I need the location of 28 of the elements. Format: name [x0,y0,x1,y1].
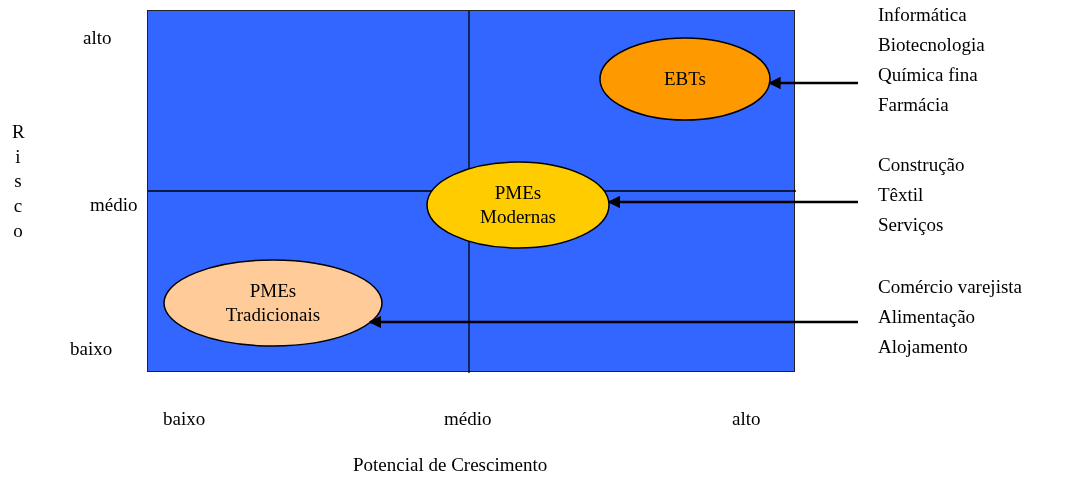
sector-name: Biotecnologia [878,33,985,57]
sector-name: Alimentação [878,305,977,329]
axis-tick-label: médio [444,408,492,431]
sector-name: Química fina [878,63,979,87]
axis-tick-label: baixo [70,338,113,361]
axis-title: Risco [12,120,24,243]
node-label: EBTs [664,67,706,91]
arrow [368,315,858,329]
sector-name: Comércio varejista [878,275,1023,299]
ellipse-node [599,37,771,121]
sector-name: Construção [878,153,965,177]
sector-name: Alojamento [878,335,969,359]
ellipse-node [426,161,610,249]
sector-name: Informática [878,3,968,27]
axis-tick-label: alto [732,408,761,431]
sector-name: Serviços [878,213,945,237]
quadrant-matrix [147,10,795,372]
ellipse-node [163,259,383,347]
axis-title: Potencial de Crescimento [353,454,548,477]
arrow [607,195,858,209]
axis-tick-label: baixo [163,408,206,431]
sector-name: Têxtil [878,183,925,207]
axis-tick-label: médio [90,194,138,217]
node-label: PMEs Tradicionais [224,279,322,327]
sector-name: Farmácia [878,93,950,117]
arrow [768,76,858,90]
axis-tick-label: alto [83,27,112,50]
node-label: PMEs Modernas [479,181,557,229]
